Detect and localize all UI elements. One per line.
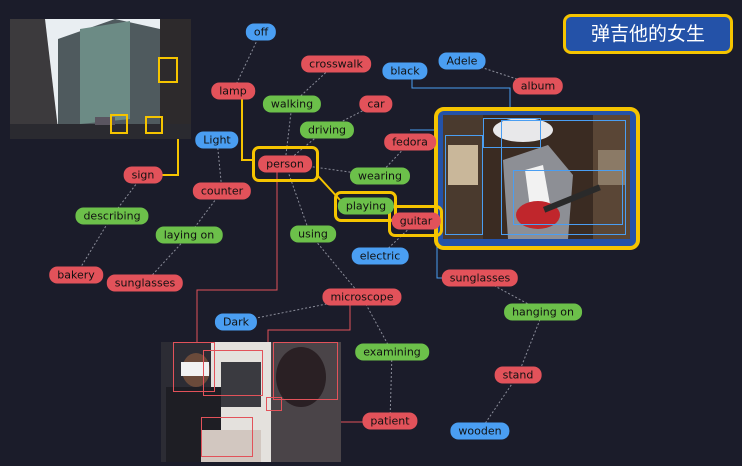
- node-counter[interactable]: counter: [192, 182, 252, 200]
- person-box: [501, 120, 626, 235]
- node-stand[interactable]: stand: [494, 366, 542, 384]
- patient-box: [201, 417, 253, 457]
- lab-small-box: [266, 397, 282, 411]
- node-car[interactable]: car: [359, 95, 393, 113]
- node-using[interactable]: using: [290, 225, 336, 243]
- node-dark[interactable]: Dark: [214, 313, 258, 331]
- guitar-photo: [443, 115, 630, 239]
- node-album[interactable]: album: [512, 77, 564, 95]
- node-black[interactable]: black: [382, 62, 428, 80]
- node-hanging-on[interactable]: hanging on: [504, 303, 582, 321]
- node-patient[interactable]: patient: [362, 412, 418, 430]
- lab-woman-box: [273, 342, 338, 400]
- node-wooden[interactable]: wooden: [450, 422, 510, 440]
- node-wearing[interactable]: wearing: [349, 167, 411, 185]
- node-playing[interactable]: playing: [337, 197, 395, 215]
- node-off[interactable]: off: [245, 23, 277, 41]
- guitar-box: [513, 170, 623, 225]
- page-title: 弹吉他的女生: [563, 14, 733, 54]
- node-light[interactable]: Light: [195, 131, 239, 149]
- node-fedora[interactable]: fedora: [384, 133, 436, 151]
- sign-box-2: [145, 116, 163, 134]
- node-bakery[interactable]: bakery: [49, 266, 103, 284]
- lab-person-box: [173, 342, 215, 392]
- guitar-highlight: [388, 205, 443, 237]
- node-laying-on[interactable]: laying on: [155, 226, 223, 244]
- node-electric[interactable]: electric: [351, 247, 409, 265]
- lamp-box: [158, 57, 178, 83]
- street-photo: [10, 19, 191, 139]
- microscope-box: [203, 350, 263, 396]
- node-lamp[interactable]: lamp: [211, 82, 255, 100]
- node-person[interactable]: person: [258, 155, 312, 173]
- node-crosswalk[interactable]: crosswalk: [301, 55, 371, 73]
- node-adele[interactable]: Adele: [438, 52, 486, 70]
- node-sunglasses-right[interactable]: sunglasses: [441, 269, 519, 287]
- sign-box-1: [110, 114, 128, 134]
- fedora-box: [483, 118, 541, 148]
- lab-photo: [161, 342, 341, 462]
- node-microscope[interactable]: microscope: [322, 288, 402, 306]
- node-driving[interactable]: driving: [299, 121, 355, 139]
- node-guitar[interactable]: guitar: [391, 212, 441, 230]
- node-walking[interactable]: walking: [262, 95, 322, 113]
- node-sign[interactable]: sign: [123, 166, 163, 184]
- node-examining[interactable]: examining: [355, 343, 429, 361]
- node-describing[interactable]: describing: [75, 207, 149, 225]
- node-sunglasses-left[interactable]: sunglasses: [106, 274, 184, 292]
- album-box: [445, 135, 483, 235]
- person-highlight: [252, 146, 319, 182]
- street-photo-art: [10, 19, 191, 139]
